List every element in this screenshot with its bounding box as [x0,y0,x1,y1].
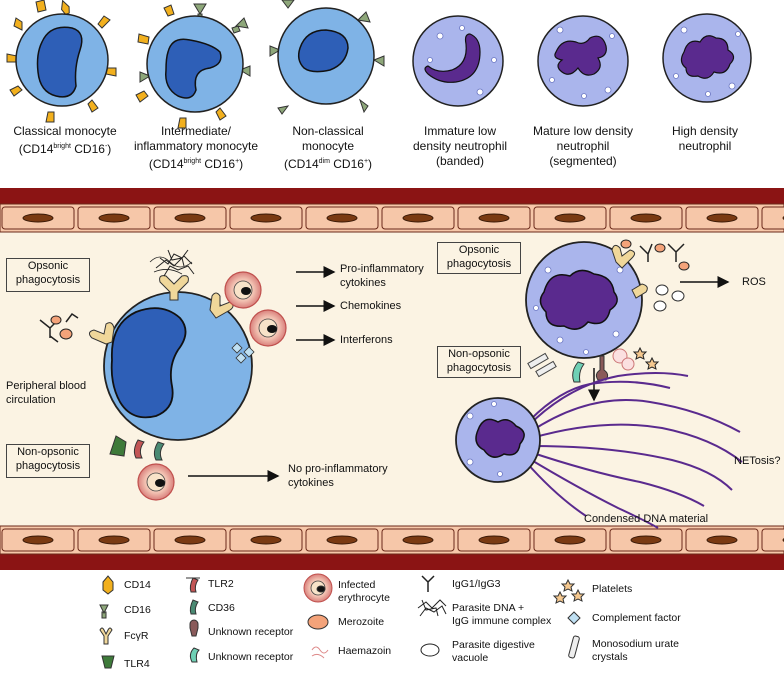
igg-merozoites-right [620,239,690,271]
immune-complex [149,249,195,277]
vessel-neutrophil-top [525,241,643,359]
condensed-dna-label: Condensed DNA material [584,513,709,525]
endothelial-cell [761,206,784,230]
classical-monocyte-cell [6,0,117,123]
nonopsonic-receptors-left [109,435,165,461]
legend-unknown-receptor-1: Unknown receptor [208,626,294,638]
legend-tlr4: TLR4 [124,658,150,670]
chemokines-label: Chemokines [340,300,402,312]
label-classical-monocyte: Classical monocyte (CD14bright CD16-) [13,124,117,156]
endothelial-nucleus [250,213,282,223]
neutrophil-receptors [572,244,648,383]
infected-erythrocytes-left [137,271,287,501]
endothelial-nucleus [98,535,130,545]
netosis-neutrophil [455,397,541,483]
endothelial-nucleus [98,213,130,223]
endothelial-nucleus [478,213,510,223]
netosis-label: NETosis? [734,455,781,467]
legend-cd36: CD36 [208,602,235,614]
complement-factors [231,342,255,364]
interferons-label: Interferons [340,334,393,346]
endothelial-nucleus [706,535,738,545]
label-nonclassical-monocyte: Non-classical monocyte (CD14dim CD16+) [283,124,373,171]
endothelial-nucleus [402,213,434,223]
endothelial-nucleus [326,213,358,223]
endothelial-nucleus [402,535,434,545]
legend-platelets: Platelets [592,583,633,595]
msu-crystals [527,352,557,378]
endothelial-nucleus [554,535,586,545]
endothelial-nucleus [326,535,358,545]
label-intermediate-monocyte: Intermediate/ inflammatory monocyte (CD1… [133,124,259,171]
legend-complement: Complement factor [592,612,681,624]
mature-low-density-neutrophil-cell [537,15,629,107]
nonclassical-monocyte-cell [269,0,385,115]
legend-unknown-receptor-2: Unknown receptor [208,651,294,663]
legend-cd16: CD16 [124,604,151,616]
dna-strands [525,372,743,529]
legend-parasite-dna: Parasite DNA +IgG immune complex [452,602,552,627]
left-arrows [188,266,336,482]
endothelial-nucleus [22,213,54,223]
endothelial-nucleus [174,535,206,545]
endothelial-cell [761,528,784,552]
endothelial-nucleus [630,213,662,223]
legend-merozoite: Merozoite [338,616,385,628]
fcyr-receptors-monocyte [88,275,234,345]
endothelial-nucleus [22,535,54,545]
legend-igg: IgG1/IgG3 [452,578,501,590]
legend-fcyr: FcγR [124,630,149,642]
ros-label: ROS [742,276,766,288]
endothelial-nucleus [630,535,662,545]
igg-merozoite-left [39,312,79,343]
high-density-neutrophil-cell [662,13,752,103]
legend-haemazoin: Haemazoin [338,645,392,657]
endothelial-nucleus [706,213,738,223]
endothelial-cells-top [1,206,784,230]
platelets-haemazoin [612,346,660,371]
intermediate-monocyte-cell [135,3,251,129]
endothelial-nucleus [554,213,586,223]
endothelial-nucleus [250,535,282,545]
legend-tlr2: TLR2 [208,578,234,590]
legend-icons [99,573,586,669]
endothelial-cells-bottom [1,528,784,552]
vessel-monocyte [103,291,253,441]
endothelial-nucleus [478,535,510,545]
legend-cd14: CD14 [124,579,151,591]
endothelial-nucleus [174,213,206,223]
immature-neutrophil-cell [412,15,504,107]
vacuoles-right [653,284,685,312]
